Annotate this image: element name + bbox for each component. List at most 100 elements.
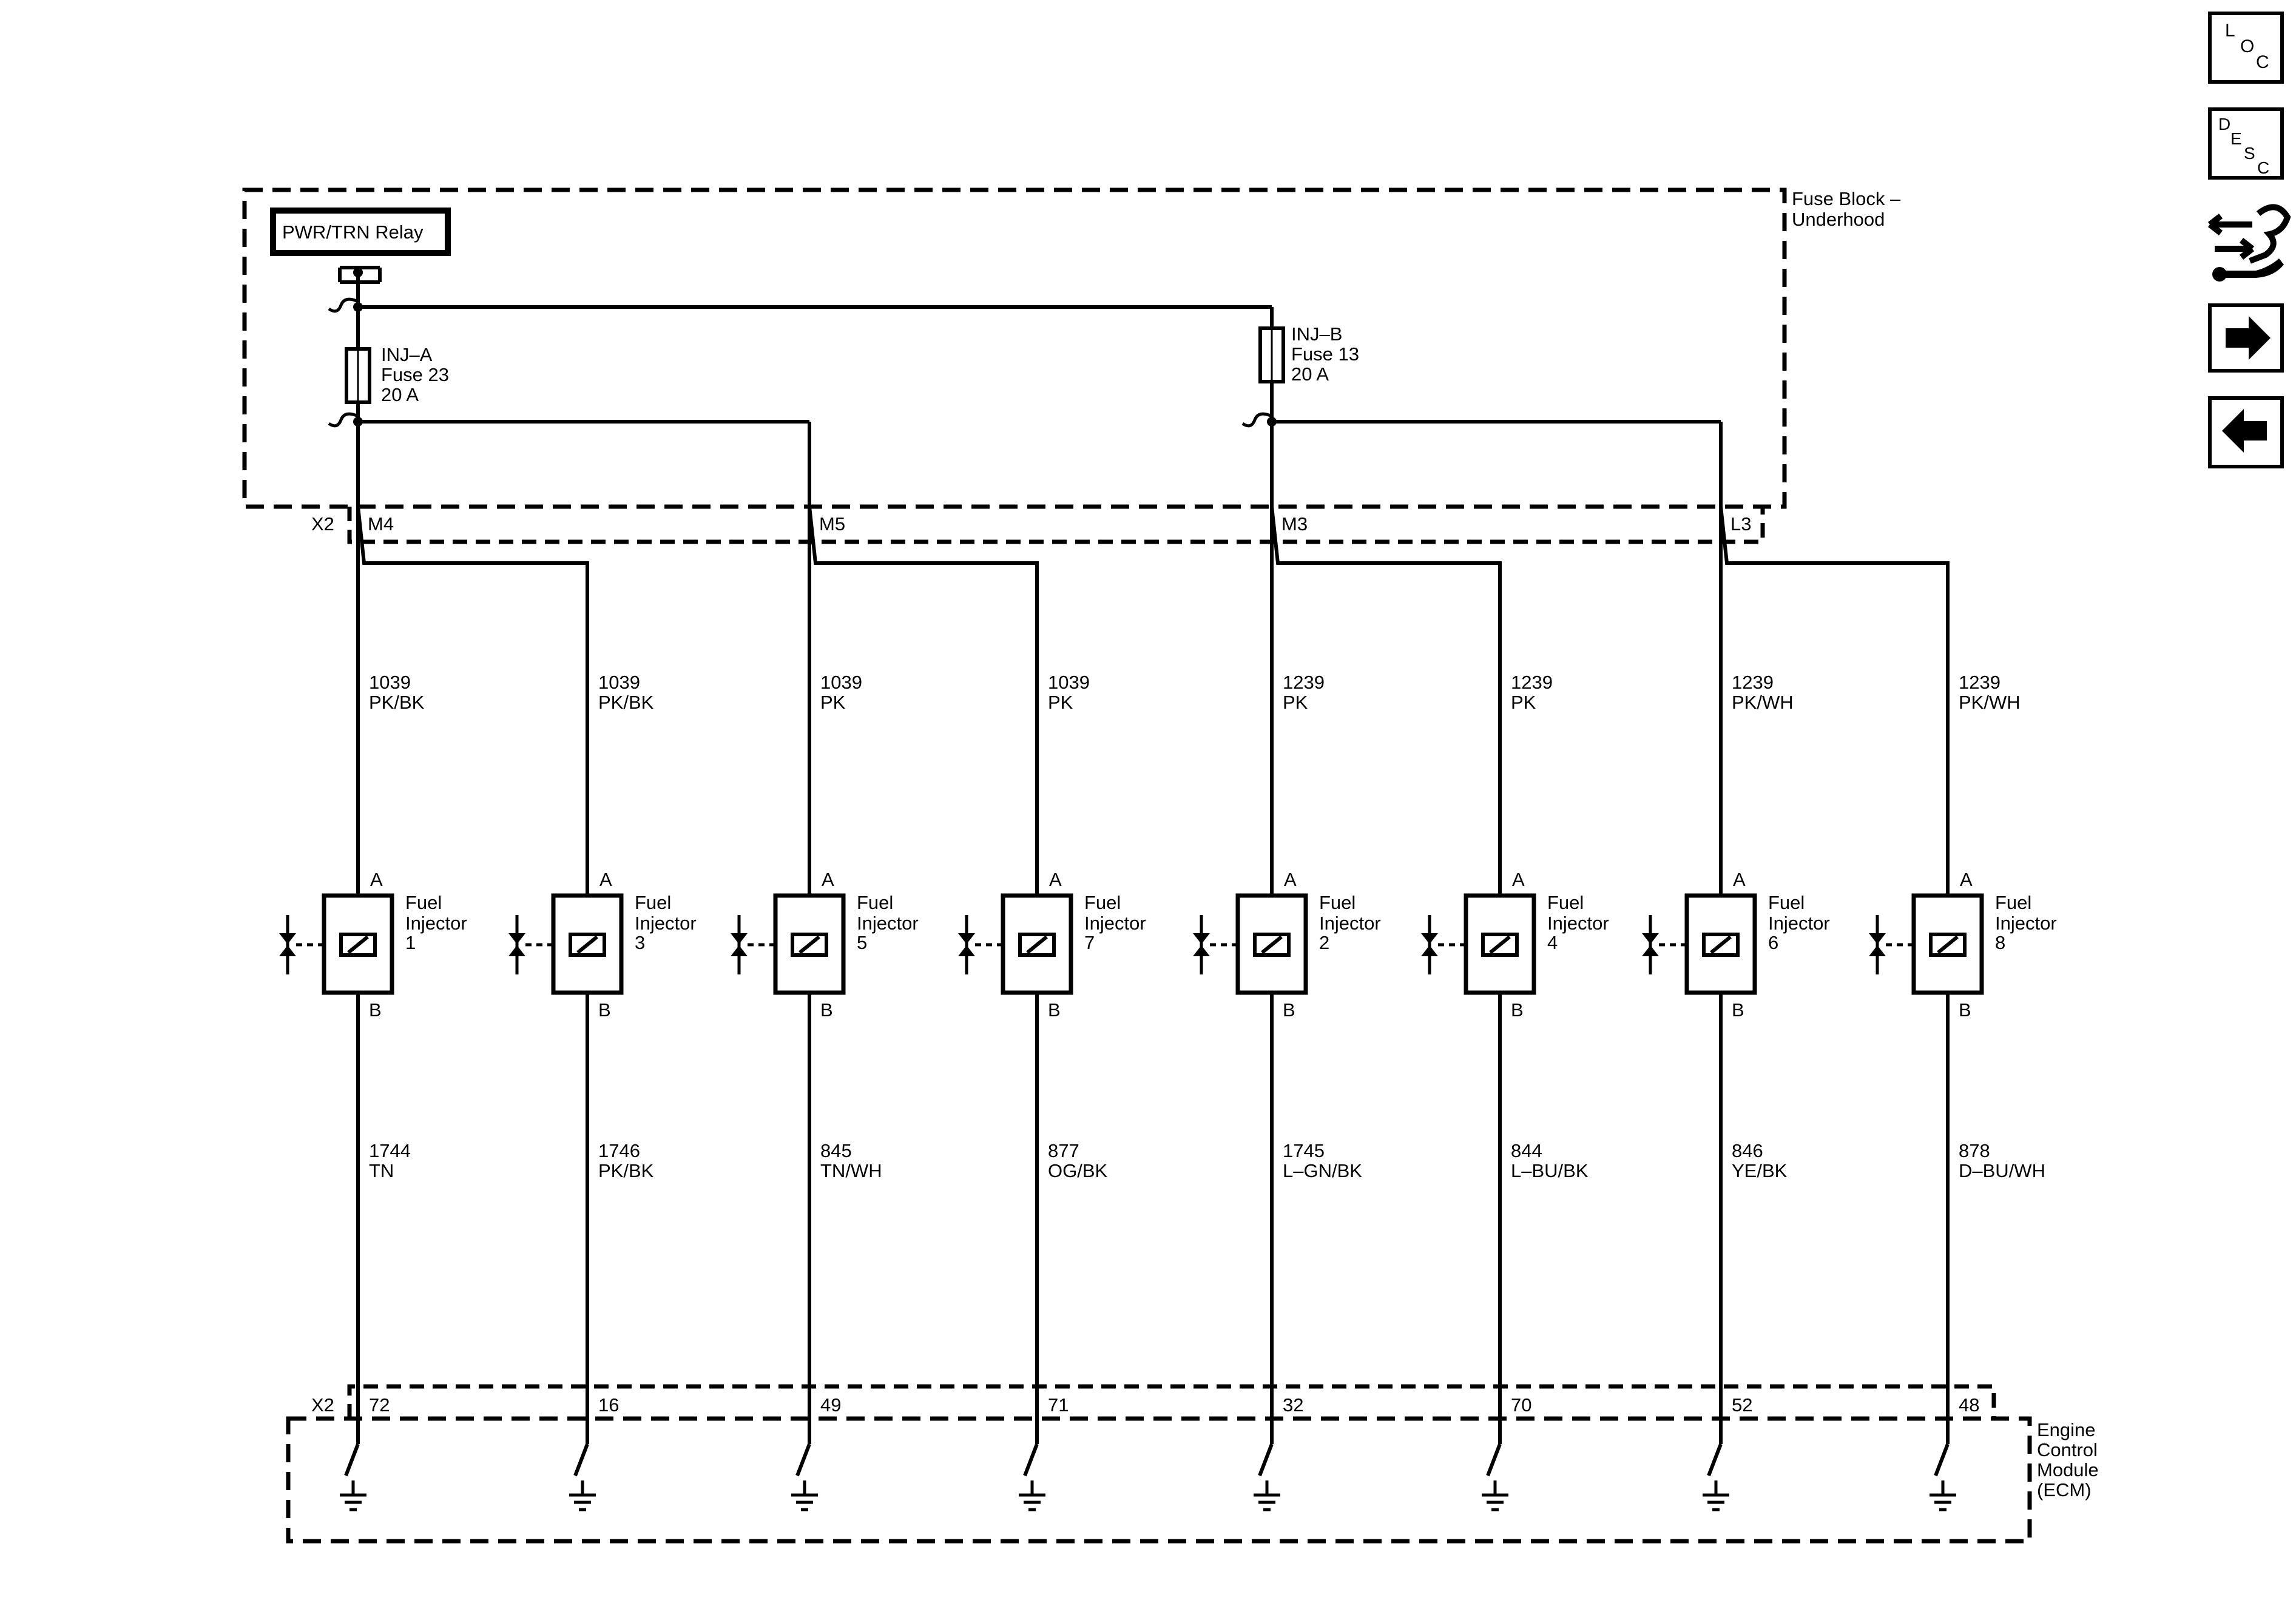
injector-2-control-color: L–GN/BK [1283, 1160, 1362, 1181]
power-bus [356, 272, 1721, 424]
injector-5-ground-icon [791, 1493, 818, 1511]
ecm-label-line4: (ECM) [2037, 1479, 2092, 1501]
injector-5-pin-b: B [820, 999, 833, 1021]
injector-2-supply-color: PK [1283, 692, 1308, 713]
injector-2-label: Fuel [1319, 892, 1356, 913]
loc-letter-c: C [2256, 52, 2269, 72]
injector-7-control-circuit: 877 [1048, 1140, 1079, 1161]
fuse-block-outline [242, 187, 1787, 509]
injector-5-valve-icon [731, 933, 748, 956]
injector-7-label2: Injector [1084, 913, 1146, 934]
fuse-inj-a-number: Fuse 23 [381, 364, 449, 385]
injector-6-coil-slash [1710, 935, 1732, 954]
injector-7-pin-a: A [1049, 869, 1062, 890]
injector-1-number: 1 [405, 932, 416, 953]
injector-3-driver-switch [573, 1443, 589, 1477]
ecm-block [286, 1384, 2032, 1544]
wire-break-marks [328, 297, 1273, 428]
ecm-outline [286, 1416, 2032, 1544]
injector-8-ecm-pin: 48 [1959, 1394, 1979, 1416]
injector-2-coil [1253, 933, 1291, 957]
injector-2-ground-icon [1254, 1493, 1280, 1511]
injector-3-number: 3 [635, 932, 645, 953]
injector-4-label2: Injector [1547, 913, 1609, 934]
injector-2-label2: Injector [1319, 913, 1381, 934]
upper-connector-pin-m5: M5 [819, 513, 845, 535]
injector-4-ground-icon [1482, 1493, 1508, 1511]
desc-button[interactable]: D E S C [2208, 107, 2284, 180]
injector-4-ecm-pin: 70 [1511, 1394, 1531, 1416]
fuse-inj-a-name: INJ–A [381, 344, 433, 365]
injector-3-supply-circuit: 1039 [598, 672, 640, 693]
injector-4-pin-b: B [1511, 999, 1524, 1021]
injector-4-supply-circuit: 1239 [1511, 672, 1553, 693]
injector-1-driver-switch [344, 1443, 360, 1477]
loc-letter-l: L [2225, 21, 2235, 41]
injector-5-number: 5 [857, 932, 867, 953]
injector-5-driver-switch [795, 1443, 811, 1477]
injector-3-coil-slash [576, 935, 598, 954]
injector-4-coil-slash [1489, 935, 1511, 954]
loc-letter-o: O [2240, 36, 2254, 56]
arrow-left-icon [2222, 409, 2267, 453]
injector-1-ecm-pin: 72 [369, 1394, 390, 1416]
injector-channels: 1039PK/BKABFuelInjector11744TN721039PK/B… [279, 672, 2057, 1511]
next-button[interactable] [2208, 303, 2284, 373]
relay-label: PWR/TRN Relay [282, 221, 424, 243]
injector-3-supply-color: PK/BK [598, 692, 654, 713]
injector-2-pin-a: A [1284, 869, 1297, 890]
ecm-label-line1: Engine [2037, 1419, 2096, 1440]
loc-button[interactable]: L O C [2208, 12, 2284, 84]
injector-3-control-circuit: 1746 [598, 1140, 640, 1161]
injector-4-driver-switch [1486, 1443, 1502, 1477]
injector-1-coil-slash [347, 935, 369, 954]
injector-1-pin-b: B [369, 999, 382, 1021]
injector-5-ecm-pin: 49 [820, 1394, 841, 1416]
injector-2-driver-switch [1258, 1443, 1274, 1477]
injector-7-number: 7 [1084, 932, 1095, 953]
injector-1-control-color: TN [369, 1160, 394, 1181]
injector-6-driver-switch [1707, 1443, 1723, 1477]
injector-2-pin-b: B [1283, 999, 1295, 1021]
injector-feed-wires [356, 422, 1950, 874]
upper-connector-pin-l3: L3 [1730, 513, 1751, 535]
injector-8-number: 8 [1995, 932, 2005, 953]
injector-7-ground-icon [1019, 1493, 1045, 1511]
injector-3-coil [569, 933, 606, 957]
desc-letter-c: C [2257, 158, 2269, 177]
fuse-inj-a-rating: 20 A [381, 384, 419, 405]
injector-3-valve-icon [508, 933, 525, 956]
injector-2-supply-circuit: 1239 [1283, 672, 1325, 693]
injector-2-control-circuit: 1745 [1283, 1140, 1325, 1161]
injector-7-ecm-pin: 71 [1048, 1394, 1069, 1416]
injector-1-valve-icon [279, 933, 296, 956]
injector-7-coil [1018, 933, 1056, 957]
injector-8-valve-icon [1869, 933, 1886, 956]
injector-4-control-color: L–BU/BK [1511, 1160, 1589, 1181]
fuse-inj-b-rating: 20 A [1291, 363, 1329, 385]
injector-6-control-circuit: 846 [1732, 1140, 1763, 1161]
injector-2-coil-slash [1261, 935, 1283, 954]
wrench-arrows-button[interactable] [2207, 204, 2291, 282]
fuse-block [242, 187, 1787, 544]
fuse-block-title: Fuse Block – [1792, 188, 1901, 209]
injector-3-label: Fuel [635, 892, 671, 913]
injector-4-pin-a: A [1512, 869, 1525, 890]
injector-4-control-circuit: 844 [1511, 1140, 1542, 1161]
previous-button[interactable] [2208, 396, 2284, 468]
injector-4-valve-icon [1421, 933, 1438, 956]
relay-box [270, 208, 451, 256]
injector-5-coil-slash [799, 935, 820, 954]
injector-1-supply-circuit: 1039 [369, 672, 411, 693]
arrow-right-icon [2226, 316, 2271, 360]
injector-7-label: Fuel [1084, 892, 1121, 913]
injector-4-supply-color: PK [1511, 692, 1536, 713]
injector-3-label2: Injector [635, 913, 697, 934]
fuse-inj-b-name: INJ–B [1291, 323, 1342, 345]
injector-3-control-color: PK/BK [598, 1160, 654, 1181]
injector-7-pin-b: B [1048, 999, 1061, 1021]
nav-buttons: L O C D E S C [2207, 12, 2291, 468]
upper-connector-pin-m4: M4 [368, 513, 394, 535]
injector-8-ground-icon [1930, 1493, 1956, 1511]
injector-5-label: Fuel [857, 892, 893, 913]
